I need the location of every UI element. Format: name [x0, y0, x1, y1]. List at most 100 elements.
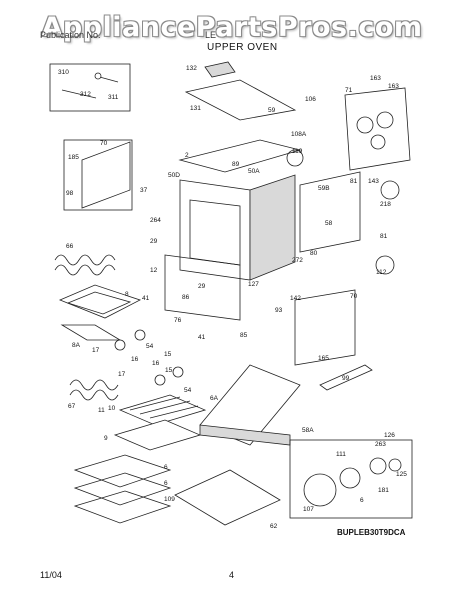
callout-185: 185	[68, 154, 79, 161]
part-cavity-side	[249, 174, 296, 281]
callout-8: 8	[125, 291, 129, 298]
callout-17: 17	[118, 371, 126, 378]
inset-box-convection-fan	[289, 439, 413, 519]
callout-142: 142	[290, 295, 301, 302]
part-bake-element-lower	[54, 264, 116, 276]
part-broil-element-lower	[69, 389, 119, 401]
callout-59B: 59B	[318, 185, 330, 192]
callout-81: 81	[350, 178, 358, 185]
part-light-lens-2	[154, 374, 166, 386]
callout-8A: 8A	[72, 342, 81, 349]
callout-9: 9	[104, 435, 108, 442]
part-bake-element	[54, 254, 116, 266]
part-rack-wire-2	[139, 400, 191, 415]
callout-37: 37	[140, 187, 148, 194]
part-switch-detail	[380, 180, 400, 200]
callout-11: 11	[98, 407, 105, 414]
callout-163: 163	[370, 75, 381, 82]
part-latch-detail	[375, 255, 395, 275]
callout-112: 112	[376, 269, 387, 276]
part-sensor-detail	[286, 149, 304, 167]
part-probe-knob	[94, 72, 102, 80]
callout-218: 218	[380, 201, 391, 208]
callout-126: 126	[384, 432, 395, 439]
part-fan-hub	[388, 458, 402, 472]
callout-111: 111	[336, 451, 346, 458]
part-light-socket-2	[172, 366, 184, 378]
callout-109: 109	[164, 496, 175, 503]
part-side-panel-right	[294, 289, 356, 366]
part-fan-motor	[339, 467, 361, 489]
callout-54: 54	[184, 387, 192, 394]
callout-125: 125	[396, 471, 407, 478]
callout-15: 15	[164, 351, 172, 358]
callout-165: 165	[318, 355, 329, 362]
callout-311: 311	[108, 94, 119, 101]
callout-106: 106	[305, 96, 316, 103]
part-bottom-tray	[174, 469, 281, 526]
part-side-panel-left	[81, 141, 131, 209]
part-side-bracket	[299, 171, 361, 253]
callout-50A: 50A	[248, 168, 260, 175]
model-prefix: LE	[205, 30, 217, 40]
footer-page-number: 4	[229, 570, 235, 580]
part-fan-blade	[369, 457, 387, 475]
part-broil-element	[69, 379, 119, 391]
callout-6: 6	[360, 497, 364, 504]
callout-16: 16	[152, 360, 160, 367]
part-broil-pan-inner	[66, 291, 132, 315]
part-rack-1	[73, 454, 172, 488]
part-light-lens	[114, 339, 126, 351]
callout-29: 29	[150, 238, 158, 245]
callout-58: 58	[325, 220, 333, 227]
callout-2: 2	[185, 152, 189, 159]
callout-264: 264	[150, 217, 161, 224]
callout-58A: 58A	[302, 427, 314, 434]
callout-143: 143	[368, 178, 379, 185]
callout-41: 41	[142, 295, 150, 302]
callout-108A: 108A	[291, 131, 307, 138]
callout-181: 181	[378, 487, 389, 494]
callout-10: 10	[108, 405, 116, 412]
part-rack-2	[73, 472, 172, 506]
part-rack-wire-3	[149, 405, 199, 419]
callout-70: 70	[100, 140, 108, 147]
callout-163: 163	[388, 83, 399, 90]
part-rear-panel-hole-2	[376, 111, 394, 129]
callout-17: 17	[92, 347, 100, 354]
callout-41: 41	[198, 334, 206, 341]
part-door-frame	[164, 254, 241, 321]
callout-15: 15	[165, 367, 173, 374]
callout-54: 54	[146, 343, 154, 350]
callout-6: 6	[164, 480, 168, 487]
callout-29: 29	[198, 283, 206, 290]
callout-76: 76	[174, 317, 182, 324]
inset-box-side-panel	[63, 139, 133, 211]
callout-50D: 50D	[168, 172, 180, 179]
callout-6: 6	[164, 464, 168, 471]
part-probe	[61, 89, 97, 99]
part-rear-panel-hole-1	[356, 116, 374, 134]
callout-70: 70	[350, 293, 358, 300]
callout-107: 107	[303, 506, 314, 513]
callout-93: 93	[275, 307, 283, 314]
callout-62: 62	[270, 523, 278, 530]
part-broil-pan	[58, 284, 142, 319]
part-cavity-top	[178, 139, 302, 173]
part-rack-wire-1	[129, 396, 181, 411]
callout-131: 131	[190, 105, 201, 112]
part-trim-strip	[319, 364, 373, 391]
callout-127: 127	[248, 281, 259, 288]
part-rear-panel	[344, 87, 411, 171]
callout-71: 71	[345, 87, 353, 94]
callout-16: 16	[131, 356, 139, 363]
callout-80: 80	[310, 250, 318, 257]
callout-310: 310	[58, 69, 69, 76]
part-rack-3	[73, 490, 172, 524]
part-fan-shroud	[303, 473, 337, 507]
callout-99: 99	[342, 375, 350, 382]
callout-59: 59	[268, 107, 276, 114]
callout-89: 89	[232, 161, 240, 168]
callout-6A: 6A	[210, 395, 219, 402]
